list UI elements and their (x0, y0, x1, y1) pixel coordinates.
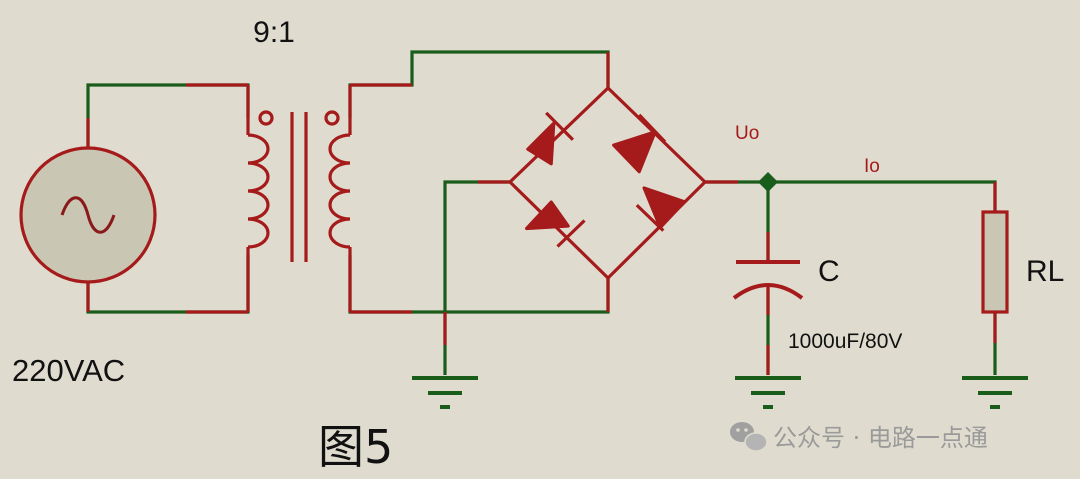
load-resistor-label: RL (1026, 255, 1064, 288)
bridge-outline (508, 86, 707, 280)
wire-source-top (86, 83, 250, 148)
sine-wave-icon (60, 196, 116, 234)
load-resistor (981, 210, 1009, 314)
wire-secondary-bottom (348, 255, 610, 314)
diode-d4 (635, 186, 687, 232)
capacitor-plate-curved (732, 283, 804, 300)
pin-stubs (86, 52, 997, 375)
ground-bridge (412, 376, 478, 409)
diode-d2 (612, 113, 667, 174)
source-voltage-label: 220VAC (12, 353, 125, 388)
wire-bridge-left-ground (443, 180, 510, 375)
ground-load (962, 376, 1028, 409)
capacitor-value-label: 1000uF/80V (788, 330, 902, 353)
figure-caption: 图5 (318, 420, 393, 474)
primary-winding (247, 133, 270, 249)
capacitor (732, 260, 804, 300)
output-junction (758, 172, 778, 192)
turns-ratio-label: 9:1 (253, 16, 295, 49)
secondary-winding (328, 133, 351, 249)
watermark: 公众号 · 电路一点通 (730, 422, 988, 452)
ac-source (19, 146, 157, 284)
wire-output-rail (705, 180, 997, 212)
diode-d3 (524, 200, 586, 248)
diode-d1 (526, 111, 575, 166)
ground-capacitor (735, 376, 801, 409)
primary-dot (258, 110, 274, 126)
transformer (246, 110, 352, 262)
capacitor-label: C (818, 255, 840, 288)
output-voltage-label: Uo (735, 123, 759, 144)
secondary-dot (324, 110, 340, 126)
bridge-rectifier (508, 86, 707, 280)
wechat-icon (730, 422, 768, 452)
output-current-label: Io (864, 156, 880, 177)
watermark-text: 公众号 · 电路一点通 (773, 424, 988, 452)
